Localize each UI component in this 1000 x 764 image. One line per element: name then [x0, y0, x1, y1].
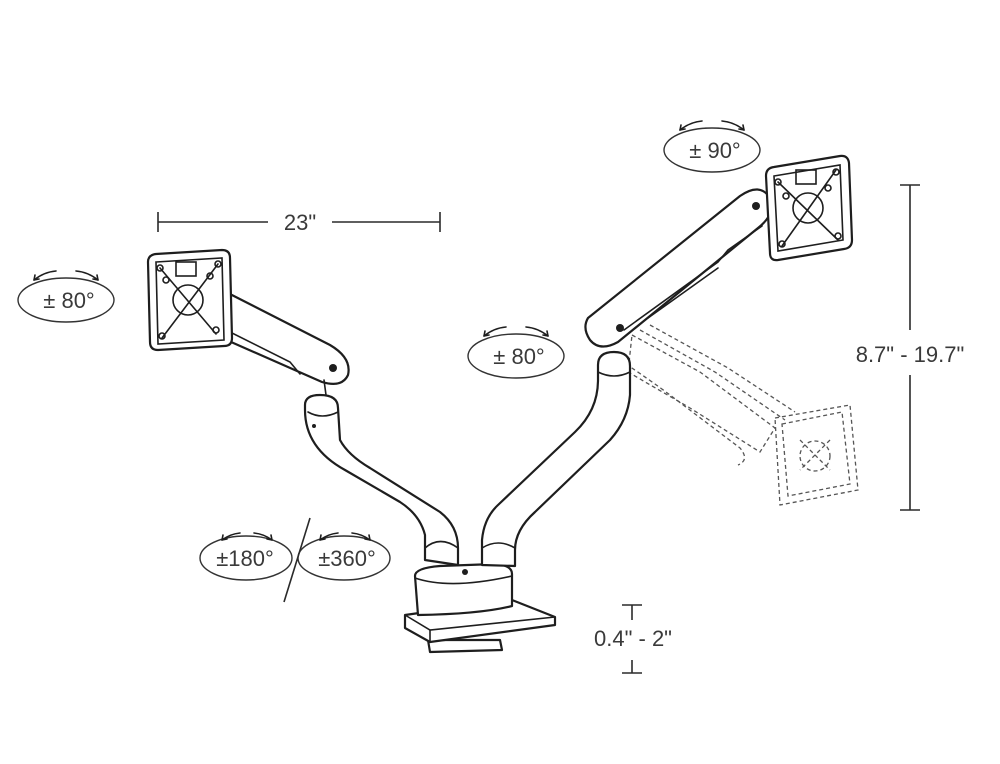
right-arm	[480, 188, 773, 568]
center-tilt-label: ± 80°	[493, 344, 544, 369]
height-dimension: 8.7" - 19.7"	[856, 184, 965, 511]
desk-thickness-dimension: 0.4" - 2"	[594, 604, 672, 674]
left-arm	[220, 290, 460, 567]
desk-thickness-label: 0.4" - 2"	[594, 626, 672, 651]
reach-label: 23"	[284, 210, 316, 235]
arm-swivel-label: ±360°	[318, 546, 376, 571]
arm-swivel-badge: ±360°	[297, 532, 391, 581]
base-swivel-label: ±180°	[216, 546, 274, 571]
left-vesa-plate	[146, 248, 234, 352]
lowered-arm-ghost	[619, 324, 859, 506]
right-rotate-label: ± 90°	[689, 138, 740, 163]
left-tilt-badge: ± 80°	[17, 270, 115, 323]
height-label: 8.7" - 19.7"	[856, 342, 965, 367]
right-vesa-plate	[764, 154, 854, 262]
reach-dimension: 23"	[157, 210, 441, 235]
center-tilt-badge: ± 80°	[467, 326, 565, 379]
desk-clamp	[403, 562, 557, 654]
left-tilt-label: ± 80°	[43, 288, 94, 313]
right-rotate-badge: ± 90°	[663, 120, 761, 173]
base-swivel-badge: ±180°	[199, 532, 293, 581]
swivel-divider	[283, 517, 311, 603]
